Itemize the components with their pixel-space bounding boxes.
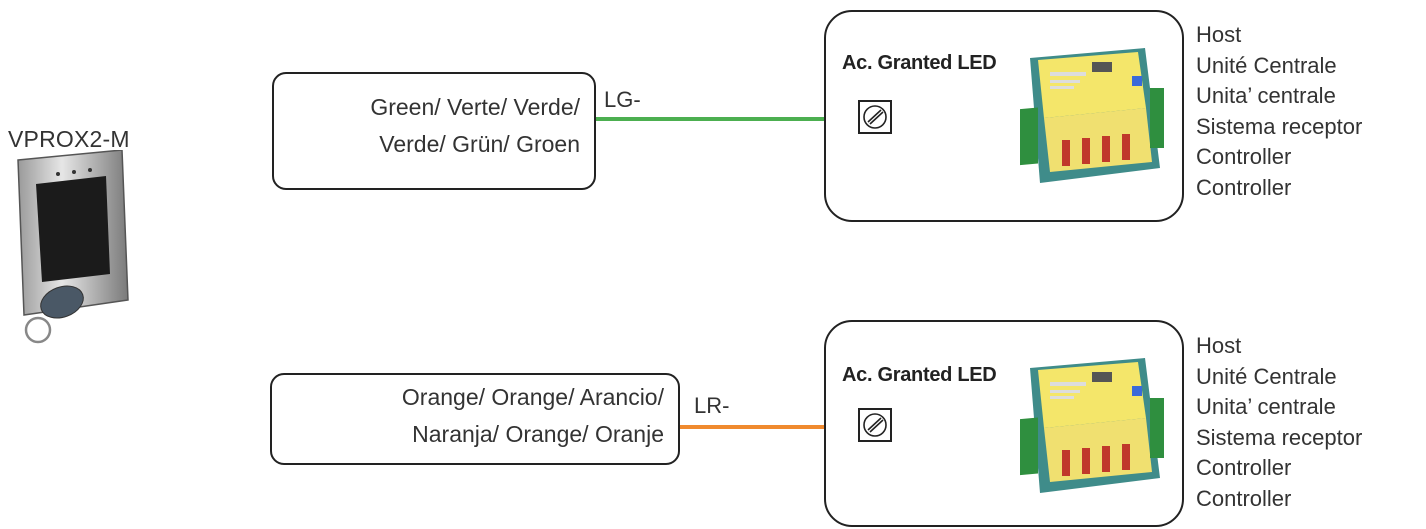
host-name-list-1: Host Unité Centrale Unita’ centrale Sist…: [1196, 20, 1362, 203]
wire-label-lg: LG-: [604, 87, 641, 112]
screw-terminal-icon: [858, 408, 892, 442]
host-name: Controller: [1196, 485, 1292, 511]
host-name: Unita’ centrale: [1196, 83, 1336, 108]
wire-color-box-orange: Orange/ Orange/ Arancio/ Naranja/ Orange…: [270, 373, 680, 465]
controller-board-icon: [1020, 358, 1164, 493]
host-name: Unité Centrale: [1196, 363, 1337, 389]
host-name: Unita’ centrale: [1196, 394, 1336, 419]
wire-color-line: Green/ Verte/ Verde/: [370, 94, 580, 120]
led-title: Ac. Granted LED: [838, 364, 1001, 387]
green-wire: [596, 117, 858, 121]
host-name-list-2: Host Unité Centrale Unita’ centrale Sist…: [1196, 331, 1362, 514]
led-title: Ac. Granted LED: [838, 52, 1001, 75]
wire-color-box-green: Green/ Verte/ Verde/ Verde/ Grün/ Groen: [272, 72, 596, 190]
controller-board-icon: [1020, 48, 1164, 183]
host-name: Unité Centrale: [1196, 52, 1337, 78]
host-name: Sistema receptor: [1196, 424, 1363, 450]
host-name: Controller: [1196, 455, 1292, 480]
wire-label-lr: LR-: [694, 393, 730, 418]
wire-color-line: Naranja/ Orange/ Oranje: [412, 421, 664, 447]
wire-color-line: Orange/ Orange/ Arancio/: [401, 384, 664, 410]
host-name: Sistema receptor: [1196, 113, 1363, 139]
wire-color-line: Verde/ Grün/ Groen: [379, 131, 580, 157]
host-name: Controller: [1196, 144, 1292, 169]
screw-terminal-icon: [858, 100, 892, 134]
host-name: Host: [1196, 333, 1242, 358]
host-name: Controller: [1196, 174, 1292, 200]
orange-wire: [680, 425, 858, 429]
device-label: VPROX2-M: [8, 126, 130, 152]
host-name: Host: [1196, 22, 1242, 47]
proximity-reader-icon: [17, 150, 129, 344]
